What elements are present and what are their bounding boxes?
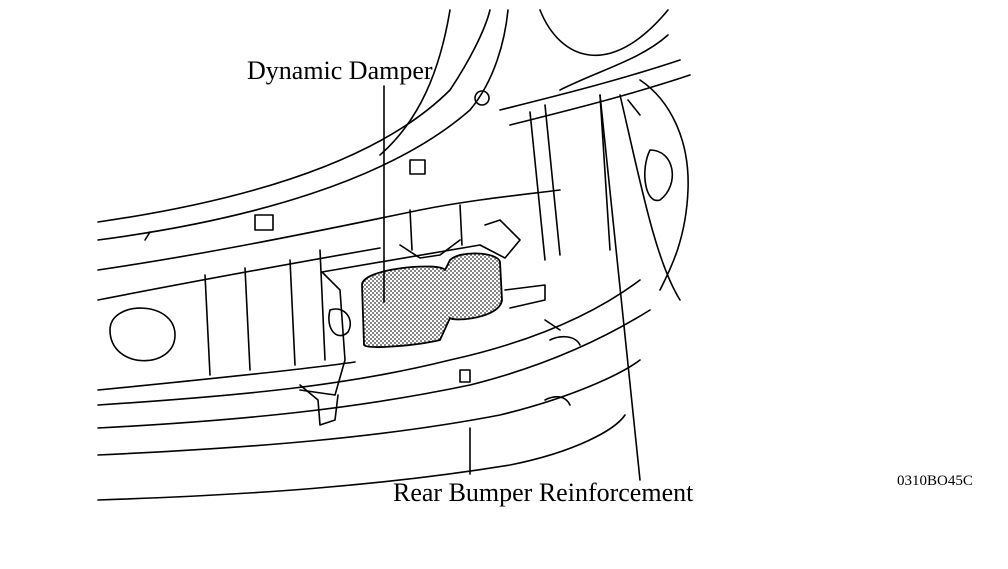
dynamic-damper-label: Dynamic Damper xyxy=(247,56,433,85)
bumper-reinforcement-beam xyxy=(97,279,651,501)
inner-panel xyxy=(97,90,561,391)
side-pillar xyxy=(529,79,689,481)
rear-bumper-reinforcement-label: Rear Bumper Reinforcement xyxy=(393,478,694,507)
upper-body-panel xyxy=(97,9,691,241)
figure-code: 0310BO45C xyxy=(897,473,973,489)
damper-bracket xyxy=(299,219,546,426)
dynamic-damper-part xyxy=(361,252,503,348)
